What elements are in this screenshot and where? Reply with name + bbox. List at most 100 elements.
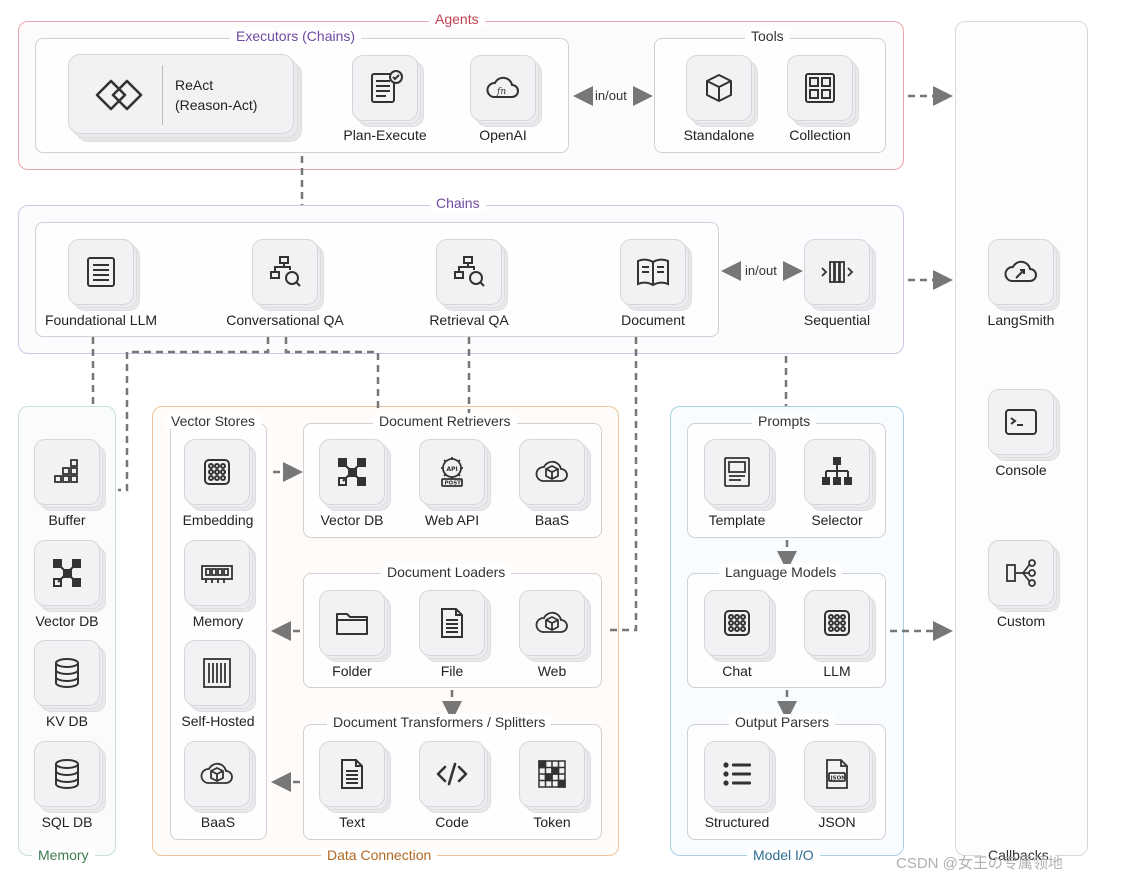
token-node[interactable] [519,741,591,813]
model-io-title: Model I/O [747,847,820,863]
web-label: Web [537,663,567,679]
vs-memory-label: Memory [192,613,244,629]
structured-label: Structured [704,814,770,830]
document-label: Document [621,312,685,328]
vector-graph-icon [53,559,81,587]
react-cycle-icon [95,79,143,111]
cube-icon [706,74,732,102]
langsmith-label: LangSmith [987,312,1055,328]
json-node[interactable]: JSON [804,741,876,813]
standalone-label: Standalone [683,127,755,143]
terminal-icon [1005,409,1037,435]
structured-node[interactable] [704,741,776,813]
embedding-label: Embedding [182,512,254,528]
cloud-cube-icon [535,611,568,633]
branch-hook-icon [1006,559,1036,587]
react-sublabel: (Reason-Act) [175,97,258,113]
database-icon [55,759,79,789]
chains-title: Chains [430,195,486,211]
console-node[interactable] [988,389,1060,461]
sql-db-node[interactable] [34,741,106,813]
memory-title: Memory [32,847,95,863]
bullet-list-icon [723,762,751,786]
retr-vector-db-node[interactable] [319,439,391,511]
custom-node[interactable] [988,540,1060,612]
langsmith-node[interactable] [988,239,1060,311]
language-models-title: Language Models [719,564,843,580]
conversational-qa-label: Conversational QA [226,312,344,328]
self-hosted-label: Self-Hosted [181,713,255,729]
buffer-node[interactable] [34,439,106,511]
file-label: File [440,663,464,679]
sequence-icon [821,261,854,283]
llm-node[interactable] [804,590,876,662]
plan-execute-label: Plan-Execute [343,127,427,143]
text-node[interactable] [319,741,391,813]
openai-node[interactable]: fn [470,55,542,127]
vs-memory-node[interactable] [184,540,256,612]
web-node[interactable] [519,590,591,662]
standalone-node[interactable] [686,55,758,127]
cloud-cube-icon [535,460,568,482]
foundational-llm-node[interactable] [68,239,140,311]
chip-icon [204,459,230,485]
document-transformers-title: Document Transformers / Splitters [327,714,552,730]
vector-graph-icon [338,458,366,486]
callbacks-title: Callbacks [982,847,1055,863]
conversational-qa-node[interactable] [252,239,324,311]
data-connection-title: Data Connection [321,847,438,863]
retr-baas-node[interactable] [519,439,591,511]
svg-text:fn: fn [496,87,506,97]
document-node[interactable] [620,239,692,311]
chip-icon [824,610,850,636]
llm-label: LLM [823,663,851,679]
sequential-node[interactable] [804,239,876,311]
executors-title: Executors (Chains) [230,28,362,44]
sql-db-label: SQL DB [41,814,93,830]
inout-tools-label: in/out [595,88,627,103]
file-icon [441,608,463,638]
retrieval-qa-label: Retrieval QA [429,312,509,328]
ram-module-icon [201,565,233,583]
selector-node[interactable] [804,439,876,511]
self-hosted-node[interactable] [184,640,256,712]
open-book-icon [637,258,669,287]
memory-vector-db-node[interactable] [34,540,106,612]
vs-baas-node[interactable] [184,741,256,813]
chains-inner-box [35,222,719,337]
svg-text:API: API [447,466,458,473]
chat-label: Chat [722,663,752,679]
code-brackets-icon [436,762,468,786]
collection-label: Collection [789,127,851,143]
buffer-grid-icon [54,459,78,483]
collection-node[interactable] [787,55,859,127]
sequential-label: Sequential [803,312,871,328]
folder-node[interactable] [319,590,391,662]
kv-db-node[interactable] [34,640,106,712]
checklist-document-icon [371,70,403,103]
text-label: Text [339,814,365,830]
foundational-llm-label: Foundational LLM [44,312,158,328]
embedding-node[interactable] [184,439,256,511]
text-file-icon [341,759,363,789]
document-retrievers-title: Document Retrievers [373,413,517,429]
chat-node[interactable] [704,590,776,662]
agents-title: Agents [429,11,485,27]
hierarchy-search-icon [270,256,301,287]
code-node[interactable] [419,741,491,813]
cloud-cube-icon [200,762,233,784]
database-icon [55,658,79,688]
retrieval-qa-node[interactable] [436,239,508,311]
cloud-function-icon: fn [486,76,519,98]
hierarchy-search-icon [454,256,485,287]
folder-icon [336,613,368,635]
react-node[interactable]: ReAct (Reason-Act) [68,54,302,142]
selector-label: Selector [811,512,863,528]
file-node[interactable] [419,590,491,662]
console-label: Console [995,462,1047,478]
plan-execute-node[interactable] [352,55,424,127]
tools-title: Tools [745,28,790,44]
template-node[interactable] [704,439,776,511]
